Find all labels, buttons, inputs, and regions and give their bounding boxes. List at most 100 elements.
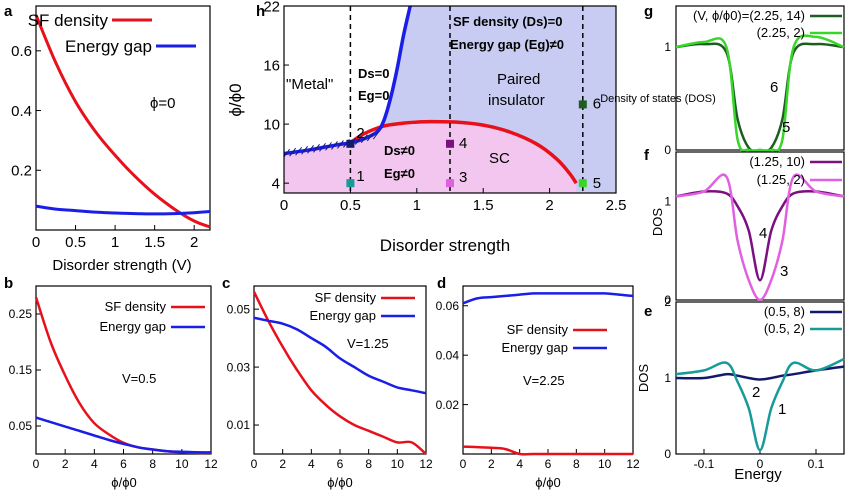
panel-e-ytick-label: 1 xyxy=(664,371,671,385)
panel-b-legend-gap: Energy gap xyxy=(100,319,167,334)
phase-metal-ds: Ds=0 xyxy=(358,66,389,81)
phase-boundary-gap xyxy=(283,5,412,156)
phase-point-3 xyxy=(446,179,454,188)
panel-c-sf-density-line xyxy=(252,291,427,455)
panel-b-ytick-label: 0.15 xyxy=(9,363,33,377)
phase-hatch-mark xyxy=(301,145,308,155)
panel-label-h: h xyxy=(256,3,265,20)
panel-a-xtick-label: 0.5 xyxy=(65,234,86,251)
phase-hatch-mark xyxy=(313,144,320,153)
panel-f-legend-2: (1.25, 2) xyxy=(757,172,805,187)
panel-c-energy-gap-line xyxy=(253,316,427,395)
panel-e-xlabel: Energy xyxy=(734,466,782,483)
phase-point-label-2: 2 xyxy=(356,125,364,142)
panel-a-xlabel: Disorder strength (V) xyxy=(52,257,191,274)
panel-f-ylabel: DOS xyxy=(650,208,665,237)
phase-point-label-1: 1 xyxy=(356,168,364,185)
panel-c-ytick-label: 0.03 xyxy=(227,360,251,374)
panel-d-xtick-label: 2 xyxy=(488,457,495,471)
panel-f-dos-line-1 xyxy=(675,189,845,282)
phase-point-label-3: 3 xyxy=(459,169,467,186)
panel-d-annotation: V=2.25 xyxy=(523,373,565,388)
panel-h-ytick-label: 22 xyxy=(263,0,280,15)
panel-label-c: c xyxy=(222,275,230,292)
panel-c-legend-sf: SF density xyxy=(315,290,377,305)
panel-label-b: b xyxy=(4,275,13,292)
phase-hatch-mark xyxy=(307,145,314,154)
panel-c-xtick-label: 6 xyxy=(337,457,344,471)
panel-b-ytick-label: 0.25 xyxy=(9,307,33,321)
phase-sc-eg: Eg≠0 xyxy=(384,166,415,181)
phase-point-2 xyxy=(346,139,355,148)
panel-d-xtick-label: 10 xyxy=(598,457,612,471)
panel-c-xtick-label: 2 xyxy=(279,457,286,471)
panel-g-dos-line-2 xyxy=(675,34,845,152)
phase-point-6 xyxy=(578,100,587,109)
panel-c-xtick-label: 8 xyxy=(365,457,372,471)
panel-c-xtick-label: 12 xyxy=(419,457,433,471)
panel-h-xtick-label: 0 xyxy=(280,197,288,214)
panel-d-xtick-label: 0 xyxy=(460,457,467,471)
panel-a-ytick-label: 0.6 xyxy=(11,43,32,60)
panel-h-ylabel: ϕ/ϕ0 xyxy=(226,83,245,116)
panel-d-xlabel: ϕ/ϕ0 xyxy=(535,475,560,490)
panel-c-xlabel: ϕ/ϕ0 xyxy=(327,475,352,490)
panel-c-xtick-label: 10 xyxy=(391,457,405,471)
panel-g-ytick-label: 0 xyxy=(664,143,671,157)
panel-label-g: g xyxy=(644,3,653,20)
panel-b-energy-gap-line xyxy=(35,416,212,454)
phase-label-paired-2: insulator xyxy=(488,92,545,109)
panel-c-annotation: V=1.25 xyxy=(347,336,389,351)
phase-label-sc: SC xyxy=(489,150,510,167)
phase-hatch-mark xyxy=(319,143,326,152)
panel-a-legend-gap: Energy gap xyxy=(65,37,152,56)
phase-hatch-mark xyxy=(360,134,368,143)
panel-b-xtick-label: 6 xyxy=(120,457,127,471)
panel-a-annotation: ϕ=0 xyxy=(150,95,176,112)
panel-label-d: d xyxy=(437,275,446,292)
panel-d-xtick-label: 8 xyxy=(573,457,580,471)
panel-a-ytick-label: 0.2 xyxy=(11,163,32,180)
panel-e-ytick-label: 0 xyxy=(664,447,671,461)
panel-e-curve-label-1: 1 xyxy=(778,401,786,418)
phase-boundary-sc xyxy=(349,119,578,185)
panel-f-curve-label-4: 4 xyxy=(759,225,767,242)
panel-a-energy-gap-line xyxy=(35,204,211,216)
panel-a-xtick-label: 2 xyxy=(190,234,198,251)
panel-a-frame xyxy=(35,5,211,231)
panel-b-xtick-label: 12 xyxy=(204,457,218,471)
panel-e-legend-1: (0.5, 8) xyxy=(764,304,805,319)
panel-f-dos-line-2 xyxy=(675,173,845,302)
phase-hatch-mark xyxy=(325,142,332,151)
panel-g-curve-label-6: 6 xyxy=(770,79,778,96)
panel-a-sf-density-line xyxy=(34,14,211,229)
phase-hatch-mark xyxy=(366,132,374,142)
panel-d-sf-density-line xyxy=(462,445,633,456)
panel-d-energy-gap-line xyxy=(462,292,634,305)
panel-b-annotation: V=0.5 xyxy=(122,371,156,386)
phase-label-metal: "Metal" xyxy=(286,76,333,93)
panel-d-xtick-label: 12 xyxy=(626,457,640,471)
panel-d-xtick-label: 6 xyxy=(545,457,552,471)
phase-paired-ds: SF density (Ds)=0 xyxy=(453,14,562,29)
panel-d-legend-sf: SF density xyxy=(507,322,569,337)
panel-f: (1.25, 10) (1.25, 2) 4 3 DOS xyxy=(650,151,845,302)
phase-point-1 xyxy=(346,179,355,188)
panel-a-ytick-label: 0.4 xyxy=(11,103,32,120)
panel-h-xtick-label: 1.5 xyxy=(473,197,494,214)
panel-d-ytick-label: 0.06 xyxy=(436,299,460,313)
panel-h-ytick-label: 16 xyxy=(263,57,280,74)
panel-b-ytick-label: 0.05 xyxy=(9,419,33,433)
panel-e-legend-2: (0.5, 2) xyxy=(764,321,805,336)
panel-f-ytick-label: 1 xyxy=(664,194,671,208)
phase-paired-eg: Energy gap (Eg)≠0 xyxy=(450,37,564,52)
panel-g-ylabel: Density of states (DOS) xyxy=(600,93,716,105)
panel-d-frame xyxy=(462,285,634,455)
panel-f-legend-1: (1.25, 10) xyxy=(749,154,805,169)
phase-point-label-4: 4 xyxy=(459,135,467,152)
phase-hatch-mark xyxy=(337,140,344,149)
